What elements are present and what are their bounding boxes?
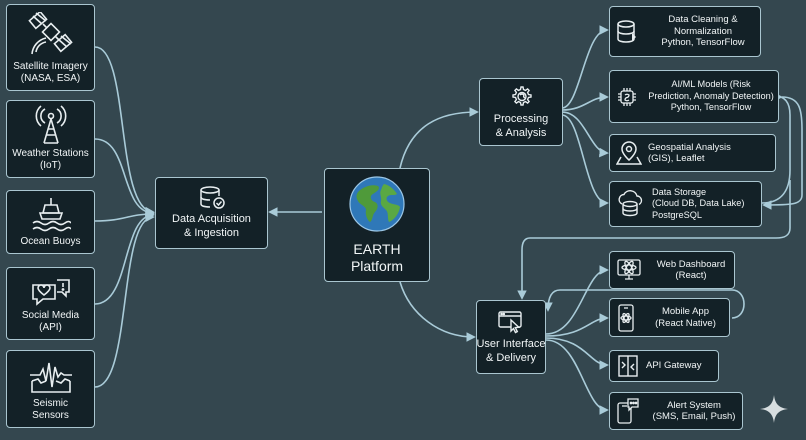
- source-weather-stations-line2: (IoT): [39, 160, 62, 171]
- output-geospatial-analysis: Geospatial Analysis (GIS), Leaflet: [609, 134, 776, 172]
- globe-icon: [348, 175, 406, 233]
- gear-brain-icon: [508, 85, 534, 109]
- data-acquisition-line1: Data Acquisition: [172, 213, 251, 225]
- processing-line2: & Analysis: [495, 126, 547, 139]
- web-dashboard-line2: (React): [675, 270, 707, 281]
- ai-ml-line1: AI/ML Models (Risk: [671, 79, 751, 90]
- data-acquisition-box: Data Acquisition & Ingestion: [155, 177, 268, 249]
- satellite-icon: [26, 12, 76, 58]
- api-gateway-icon: [616, 354, 640, 378]
- geospatial-line2: (GIS), Leaflet: [648, 153, 705, 164]
- output-alert-system: Alert System (SMS, Email, Push): [609, 392, 743, 430]
- react-phone-icon: [616, 303, 636, 332]
- data-storage-line2: (Cloud DB, Data Lake): [652, 198, 745, 209]
- data-acquisition-line2: & Ingestion: [183, 227, 240, 239]
- output-data-cleaning: Data Cleaning & Normalization Python, Te…: [609, 6, 761, 57]
- map-pin-icon: [616, 140, 642, 166]
- data-storage-line1: Data Storage: [652, 186, 707, 197]
- user-interface-line1: User Interface: [476, 337, 546, 350]
- cloud-database-icon: [616, 190, 646, 218]
- mobile-app-line1: Mobile App: [661, 306, 709, 317]
- api-gateway-line1: API Gateway: [646, 360, 702, 372]
- output-api-gateway: API Gateway: [609, 350, 719, 382]
- user-interface-box: User Interface & Delivery: [476, 300, 546, 374]
- output-web-dashboard: Web Dashboard (React): [609, 251, 735, 289]
- processing-analysis-box: Processing & Analysis: [479, 78, 563, 146]
- sparkle-icon: [759, 394, 789, 429]
- source-seismic-sensors-line2: Sensors: [32, 410, 69, 421]
- output-ai-ml-models: AI/ML Models (Risk Prediction, Anomaly D…: [609, 70, 779, 123]
- processing-line1: Processing: [493, 112, 549, 125]
- cursor-window-icon: [497, 310, 525, 334]
- radio-tower-icon: [29, 105, 73, 145]
- react-monitor-icon: [616, 258, 642, 282]
- source-ocean-buoys-line1: Ocean Buoys: [20, 236, 81, 247]
- source-seismic-sensors-line1: Seismic: [32, 398, 68, 409]
- web-dashboard-line1: Web Dashboard: [656, 258, 726, 270]
- earth-platform-box: EARTH Platform: [324, 168, 430, 282]
- ai-ml-tech: Python, TensorFlow: [670, 102, 752, 113]
- data-cleaning-line1: Data Cleaning &: [668, 14, 738, 26]
- user-interface-line2: & Delivery: [485, 351, 537, 364]
- ai-ml-line2: Prediction, Anomaly Detection): [648, 90, 774, 101]
- geospatial-line1: Geospatial Analysis: [648, 141, 731, 153]
- database-icon: [616, 19, 640, 44]
- source-social-media-line1: Social Media: [21, 310, 80, 321]
- alert-system-line1: Alert System: [667, 399, 721, 411]
- source-social-media-line2: (API): [39, 322, 62, 333]
- phone-alert-icon: [616, 398, 640, 424]
- earth-platform-line2: Platform: [350, 258, 404, 274]
- social-chat-icon: [30, 277, 72, 307]
- earth-platform-line1: EARTH: [353, 241, 401, 257]
- mobile-app-line2: (React Native): [655, 317, 716, 329]
- data-storage-tech: PostgreSQL: [652, 209, 703, 220]
- output-mobile-app: Mobile App (React Native): [609, 298, 730, 337]
- source-weather-stations-line1: Weather Stations: [12, 148, 89, 159]
- source-satellite-imagery-line1: Satellite Imagery: [13, 61, 88, 72]
- seismograph-icon: [28, 359, 74, 395]
- source-weather-stations: Weather Stations (IoT): [6, 100, 95, 178]
- source-seismic-sensors: Seismic Sensors: [6, 350, 95, 428]
- source-satellite-imagery: Satellite Imagery (NASA, ESA): [6, 4, 95, 91]
- data-cleaning-line2: Normalization: [673, 25, 733, 37]
- data-cleaning-tech: Python, TensorFlow: [661, 37, 745, 49]
- alert-system-line2: (SMS, Email, Push): [652, 411, 736, 422]
- source-ocean-buoys: Ocean Buoys: [6, 190, 95, 254]
- source-satellite-imagery-line2: (NASA, ESA): [20, 73, 81, 84]
- buoy-icon: [31, 197, 71, 233]
- source-social-media: Social Media (API): [6, 267, 95, 340]
- database-check-icon: [198, 186, 226, 210]
- output-data-storage: Data Storage (Cloud DB, Data Lake) Postg…: [609, 181, 762, 227]
- brain-chip-icon: [616, 86, 638, 108]
